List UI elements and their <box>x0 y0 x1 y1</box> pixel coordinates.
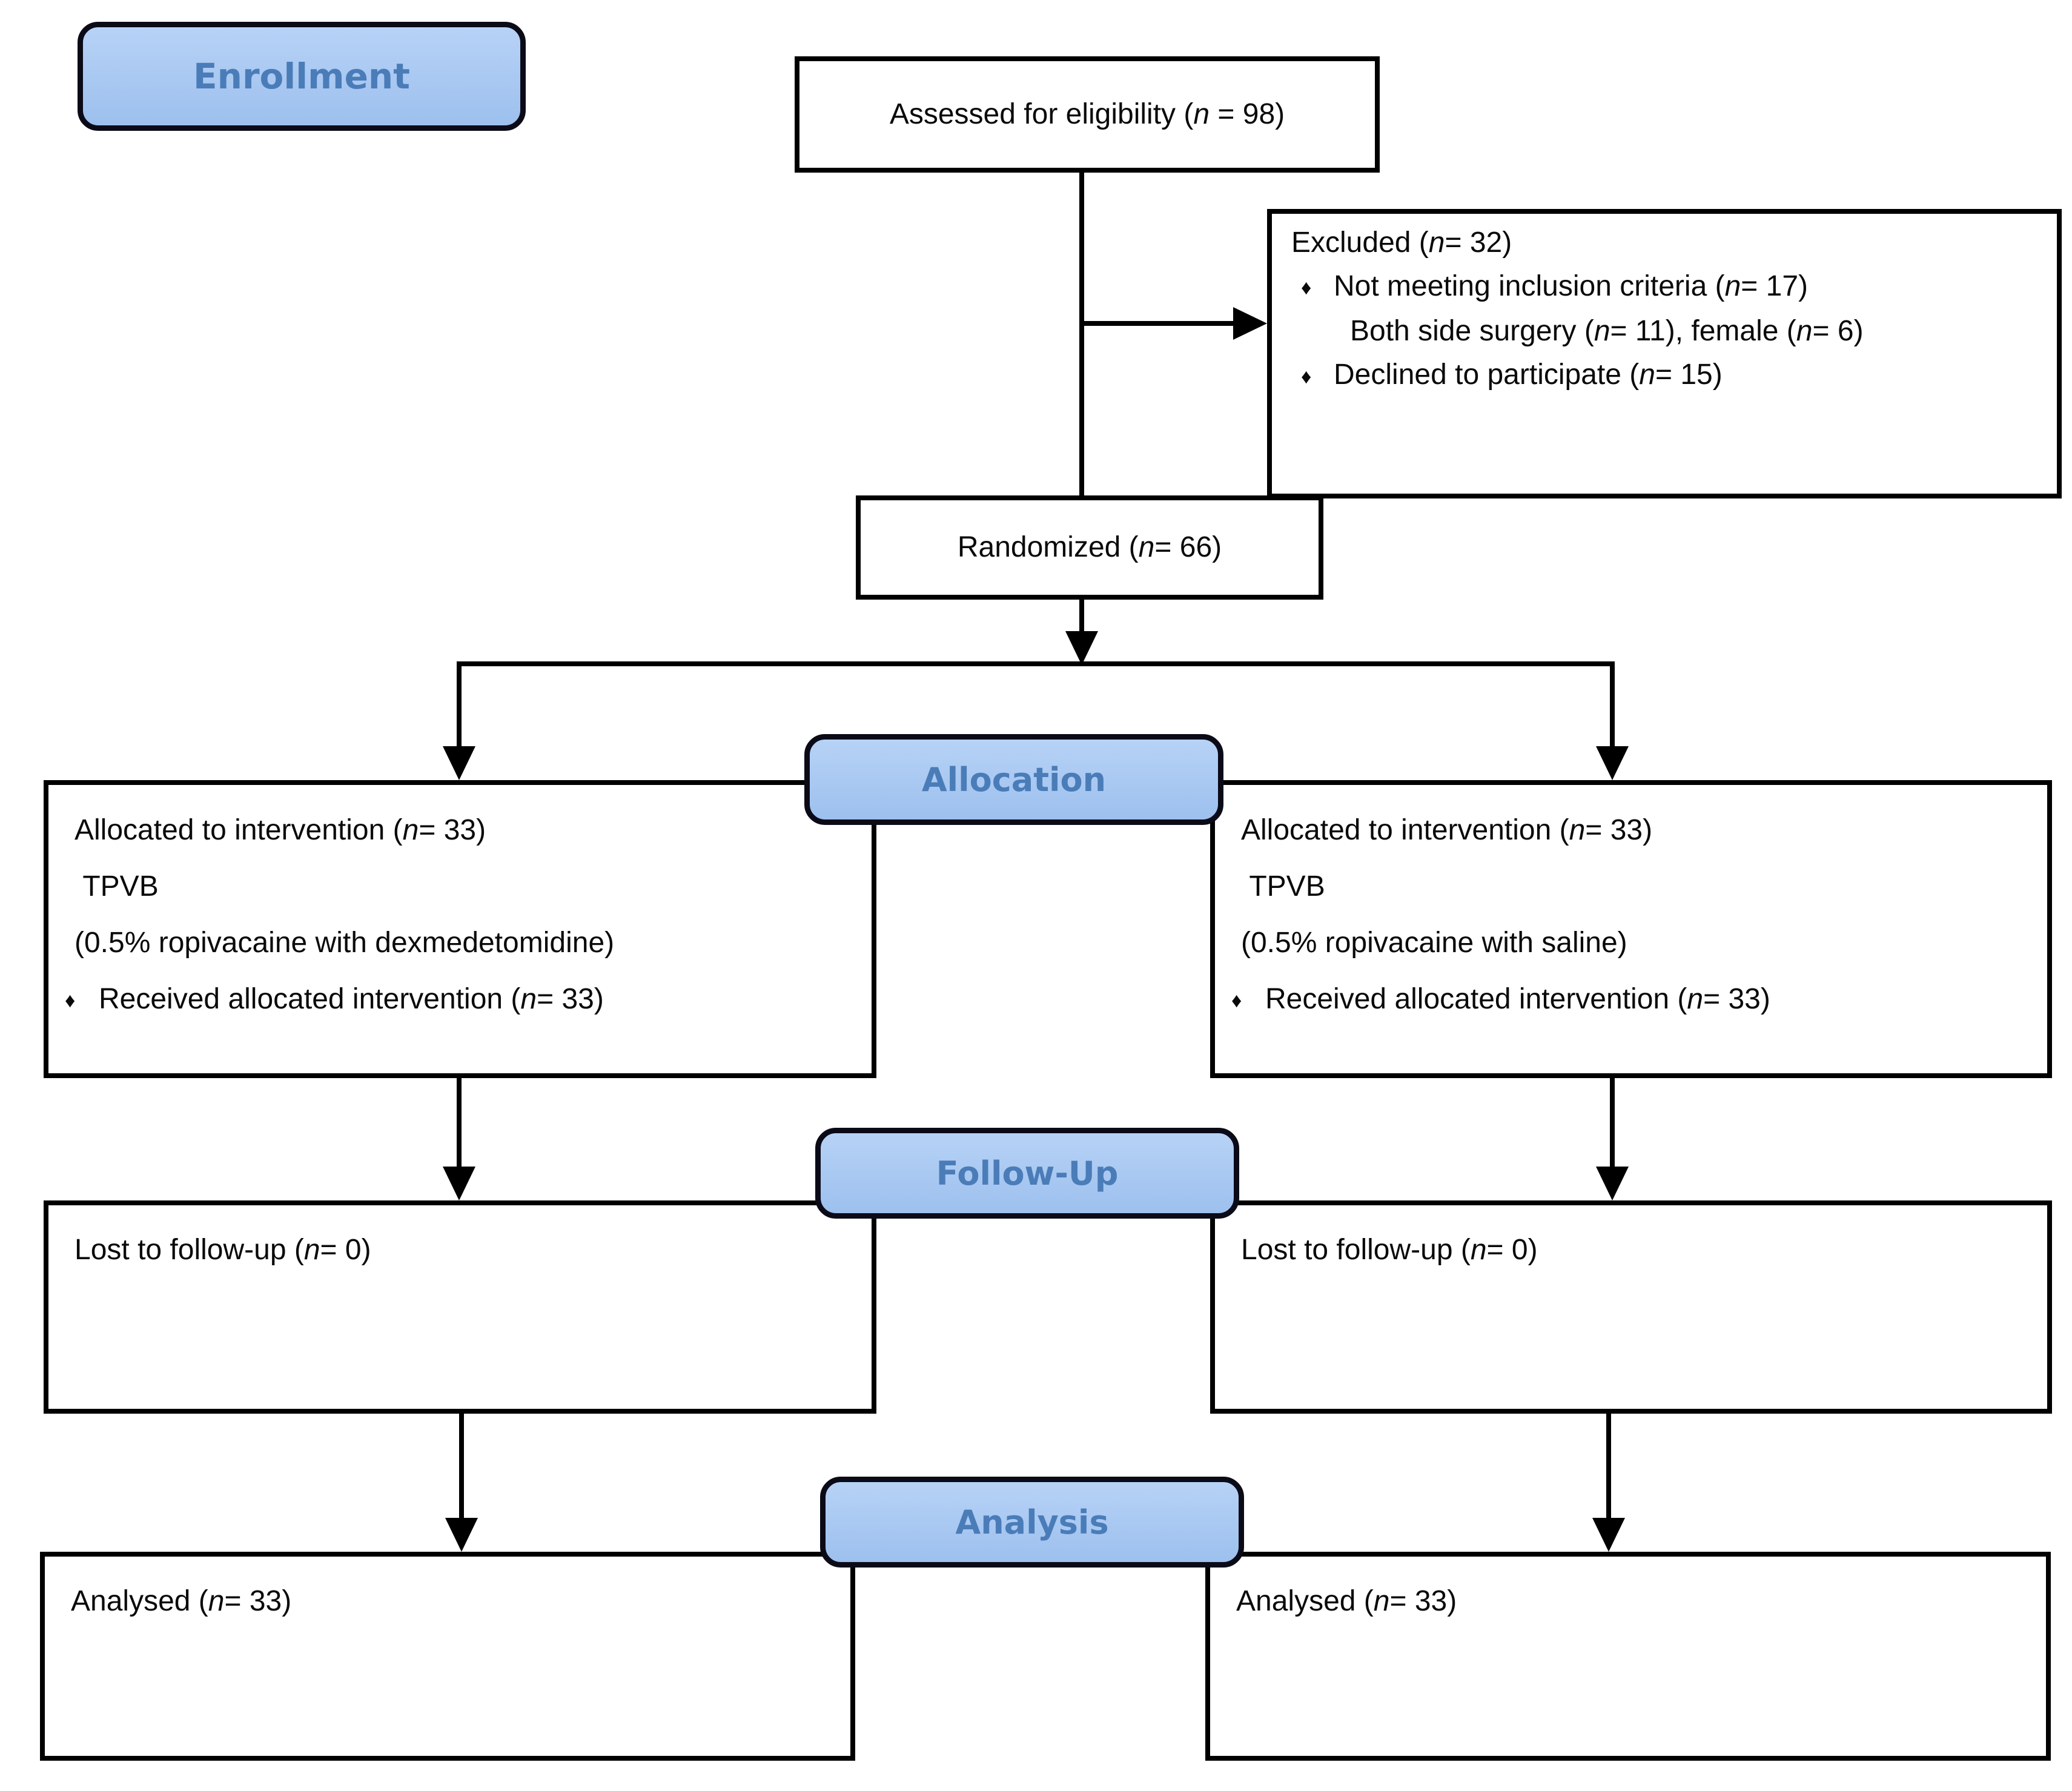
connector-branch-to-alloc-right <box>1610 666 1615 746</box>
stage-label-allocation: Allocation <box>804 734 1223 825</box>
assessed-text: Assessed for eligibility (n = 98) <box>799 61 1375 168</box>
diamond-bullet-icon: ♦ <box>65 988 76 1012</box>
text-line: ♦Received allocated intervention (n= 33) <box>65 971 861 1029</box>
connector-fu-to-analysis-right <box>1606 1414 1611 1518</box>
text-line: Excluded (n= 32) <box>1291 227 1512 259</box>
followup-left-box: Lost to follow-up (n= 0) <box>44 1200 876 1414</box>
connector-alloc-to-fu-left <box>457 1078 462 1167</box>
text-line: Allocated to intervention (n= 33) <box>74 814 486 846</box>
excluded-box: Excluded (n= 32) ♦Not meeting inclusion c… <box>1267 209 2062 498</box>
text-line: ♦Received allocated intervention (n= 33) <box>1231 971 2036 1029</box>
text-line: Allocated to intervention (n= 33) <box>1241 814 1653 846</box>
allocation-right-text: Allocated to intervention (n= 33) TPVB (0… <box>1215 785 2047 1029</box>
arrowhead-fu-right-icon <box>1596 1167 1629 1200</box>
stage-label-enrollment: Enrollment <box>78 22 526 131</box>
text-line: TPVB <box>74 870 159 902</box>
assessed-for-eligibility-box: Assessed for eligibility (n = 98) <box>795 56 1380 173</box>
text-line: ♦Not meeting inclusion criteria (n= 17) <box>1291 265 2045 310</box>
branch-line <box>457 661 1615 666</box>
followup-right-box: Lost to follow-up (n= 0) <box>1210 1200 2052 1414</box>
arrowhead-analysis-left-icon <box>445 1518 478 1552</box>
arrowhead-excluded-icon <box>1233 307 1267 340</box>
text-line: (0.5% ropivacaine with saline) <box>1241 927 1627 959</box>
text-line: Randomized (n= 66) <box>957 531 1222 563</box>
connector-assessed-to-randomized <box>1079 173 1084 497</box>
text-line: Assessed for eligibility (n = 98) <box>889 98 1285 130</box>
connector-alloc-to-fu-right <box>1610 1078 1615 1167</box>
analysis-left-text: Analysed (n= 33) <box>45 1557 850 1623</box>
diamond-bullet-icon: ♦ <box>1301 276 1312 300</box>
diamond-bullet-icon: ♦ <box>1301 365 1312 388</box>
stage-label-followup: Follow-Up <box>815 1128 1239 1219</box>
followup-right-text: Lost to follow-up (n= 0) <box>1215 1205 2047 1272</box>
arrowhead-branch-icon <box>1065 631 1098 665</box>
stage-label-analysis: Analysis <box>820 1477 1244 1568</box>
arrowhead-fu-left-icon <box>443 1167 475 1200</box>
connector-fu-to-analysis-left <box>459 1414 464 1518</box>
arrowhead-alloc-right-icon <box>1596 746 1629 780</box>
text-line: (0.5% ropivacaine with dexmedetomidine) <box>74 927 615 959</box>
connector-randomized-to-branch <box>1079 600 1084 631</box>
arrowhead-alloc-left-icon <box>443 746 475 780</box>
allocation-left-text: Allocated to intervention (n= 33) TPVB (0… <box>48 785 872 1029</box>
allocation-right-box: Allocated to intervention (n= 33) TPVB (0… <box>1210 780 2052 1078</box>
text-line: TPVB <box>1241 870 1325 902</box>
connector-branch-to-alloc-left <box>457 666 462 746</box>
connector-to-excluded <box>1082 321 1233 326</box>
allocation-left-box: Allocated to intervention (n= 33) TPVB (0… <box>44 780 876 1078</box>
text-line: Lost to follow-up (n= 0) <box>1241 1234 1538 1266</box>
arrowhead-analysis-right-icon <box>1592 1518 1625 1552</box>
followup-left-text: Lost to follow-up (n= 0) <box>48 1205 872 1272</box>
text-line: Analysed (n= 33) <box>71 1585 292 1617</box>
text-line: Both side surgery (n= 11), female (n= 6) <box>1350 315 1864 348</box>
randomized-text: Randomized (n= 66) <box>861 500 1319 595</box>
analysis-right-box: Analysed (n= 33) <box>1205 1552 2051 1761</box>
analysis-left-box: Analysed (n= 33) <box>40 1552 855 1761</box>
diamond-bullet-icon: ♦ <box>1231 988 1242 1012</box>
text-line: Analysed (n= 33) <box>1236 1585 1457 1617</box>
text-line: ♦Declined to participate (n= 15) <box>1291 353 2045 398</box>
text-line: Lost to follow-up (n= 0) <box>74 1234 371 1266</box>
analysis-right-text: Analysed (n= 33) <box>1210 1557 2046 1623</box>
randomized-box: Randomized (n= 66) <box>856 495 1323 600</box>
excluded-text: Excluded (n= 32) ♦Not meeting inclusion c… <box>1272 214 2057 399</box>
